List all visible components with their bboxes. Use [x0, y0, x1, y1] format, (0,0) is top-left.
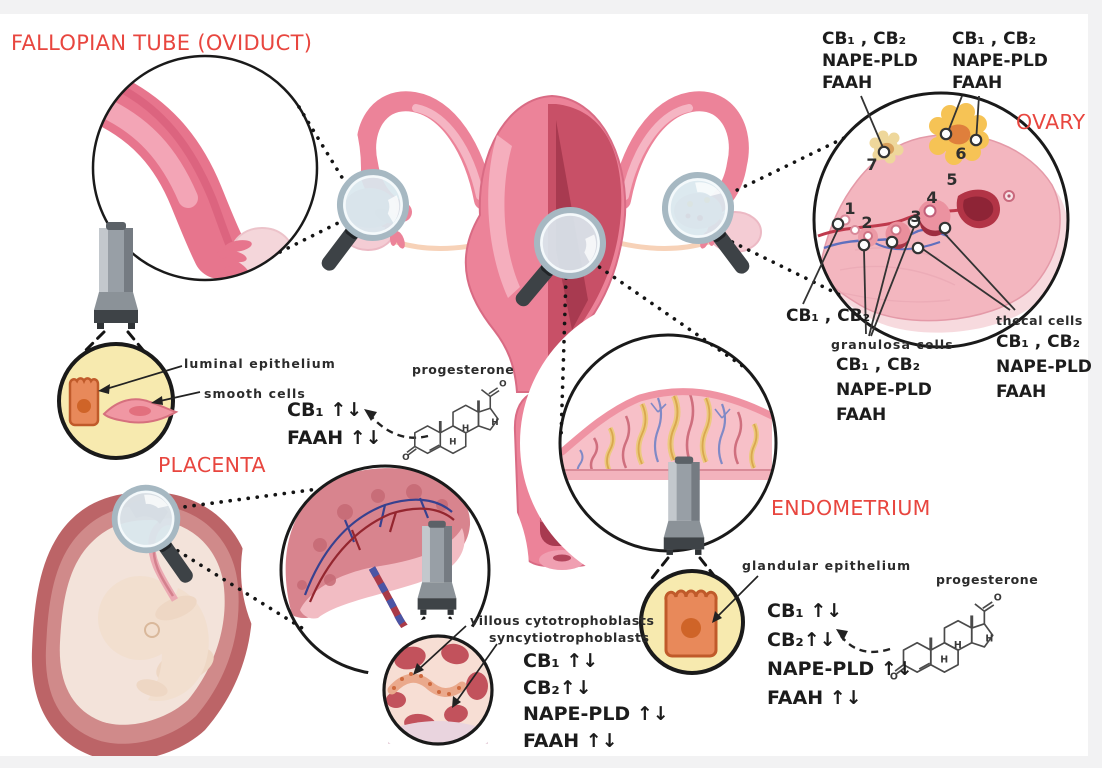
marker-line: NAPE-PLD — [952, 51, 1048, 71]
follicle-numbers: 1 2 3 4 5 6 7 — [844, 144, 966, 232]
oviduct-cells-inset — [57, 342, 179, 460]
endometrial-glands — [576, 393, 759, 479]
placenta-markers: CB₁ ↑↓ CB₂↑↓ NAPE-PLD ↑↓ FAAH ↑↓ — [523, 648, 669, 754]
villous-inset-circle — [366, 618, 510, 762]
label-arrows — [105, 365, 759, 703]
frame-right — [1088, 0, 1102, 768]
svg-text:5: 5 — [946, 170, 957, 189]
marker-line: CB₁ , CB₂ — [996, 332, 1081, 352]
torch-icon — [417, 520, 457, 615]
trophoblast-cells — [392, 672, 461, 696]
marker-line: FAAH — [836, 405, 887, 425]
ovary-label: OVARY — [1016, 110, 1086, 134]
endometrium-label: ENDOMETRIUM — [771, 496, 931, 520]
marker-line: NAPE-PLD ↑↓ — [523, 703, 669, 725]
marker-line: FAAH ↑↓ — [523, 729, 618, 752]
endometrium-markers: CB₁ ↑↓ CB₂↑↓ NAPE-PLD ↑↓ FAAH ↑↓ — [767, 597, 913, 713]
dotted-connectors — [168, 105, 846, 630]
fallopian-tube-label: FALLOPIAN TUBE (OVIDUCT) — [11, 31, 313, 55]
progesterone-label-oviduct: progesterone — [412, 362, 515, 377]
frame-top — [0, 0, 1102, 14]
corpus-luteum-markers: CB₁ , CB₂ NAPE-PLD FAAH — [952, 28, 1048, 94]
svg-text:1: 1 — [844, 199, 855, 218]
marker-line: NAPE-PLD ↑↓ — [767, 658, 913, 680]
luminal-epithelium-label: luminal epithelium — [184, 356, 336, 371]
granulosa-cells-label: granulosa cells — [831, 337, 954, 352]
marker-line: CB₁ , CB₂ — [822, 29, 907, 49]
marker-line: NAPE-PLD — [822, 51, 918, 71]
svg-text:3: 3 — [910, 207, 921, 226]
marker-line: NAPE-PLD — [836, 380, 932, 400]
marker-line: NAPE-PLD — [996, 357, 1092, 377]
marker-line: CB₁ ↑↓ — [287, 399, 363, 421]
svg-text:6: 6 — [955, 144, 966, 163]
villous-cytotrophoblasts-label: villous cytotrophoblasts — [470, 613, 655, 628]
svg-text:7: 7 — [866, 155, 877, 174]
torch-icon — [663, 456, 705, 555]
marker-line: FAAH — [822, 73, 873, 93]
marker-line: FAAH — [952, 73, 1003, 93]
smooth-cells-label: smooth cells — [204, 386, 306, 401]
follicle-marker-rings — [831, 127, 983, 255]
frame-bottom — [0, 756, 1102, 768]
arrowheads — [98, 384, 722, 708]
marker-line: CB₂↑↓ — [767, 629, 836, 651]
marker-line: FAAH — [996, 382, 1047, 402]
fetus-illustration — [31, 492, 253, 761]
svg-text:2: 2 — [861, 213, 872, 232]
marker-line: CB₁ , CB₂ — [836, 355, 921, 375]
fallopian-inset-circle — [49, 12, 361, 324]
marker-line: CB₁ , CB₂ — [952, 29, 1037, 49]
glandular-cell-inset — [639, 569, 745, 675]
corpus-albicans-markers: CB₁ , CB₂ NAPE-PLD FAAH — [822, 28, 918, 94]
marker-line: CB₂↑↓ — [523, 676, 592, 699]
placental-arteries — [308, 507, 455, 603]
primordial-follicle-markers: CB₁ , CB₂ — [786, 306, 871, 326]
marker-line: CB₁ ↑↓ — [523, 650, 599, 672]
marker-line: FAAH ↑↓ — [767, 687, 862, 709]
placenta-label: PLACENTA — [158, 453, 266, 477]
torch-icon — [94, 222, 138, 329]
thecal-cells-label: thecal cells — [996, 313, 1083, 328]
syncytiotrophoblasts-label: syncytiotrophoblasts — [489, 630, 650, 645]
dashed-arrows — [370, 415, 891, 654]
glandular-epithelium-label: glandular epithelium — [742, 558, 912, 573]
marker-line: CB₁ ↑↓ — [767, 600, 843, 622]
svg-text:4: 4 — [926, 188, 937, 207]
oviduct-markers: CB₁ ↑↓ FAAH ↑↓ — [287, 396, 382, 452]
thecal-markers: CB₁ , CB₂ NAPE-PLD FAAH — [996, 330, 1092, 405]
granulosa-markers: CB₁ , CB₂ NAPE-PLD FAAH — [836, 353, 932, 428]
progesterone-label-endometrium: progesterone — [936, 572, 1039, 587]
marker-line: FAAH ↑↓ — [287, 427, 382, 449]
